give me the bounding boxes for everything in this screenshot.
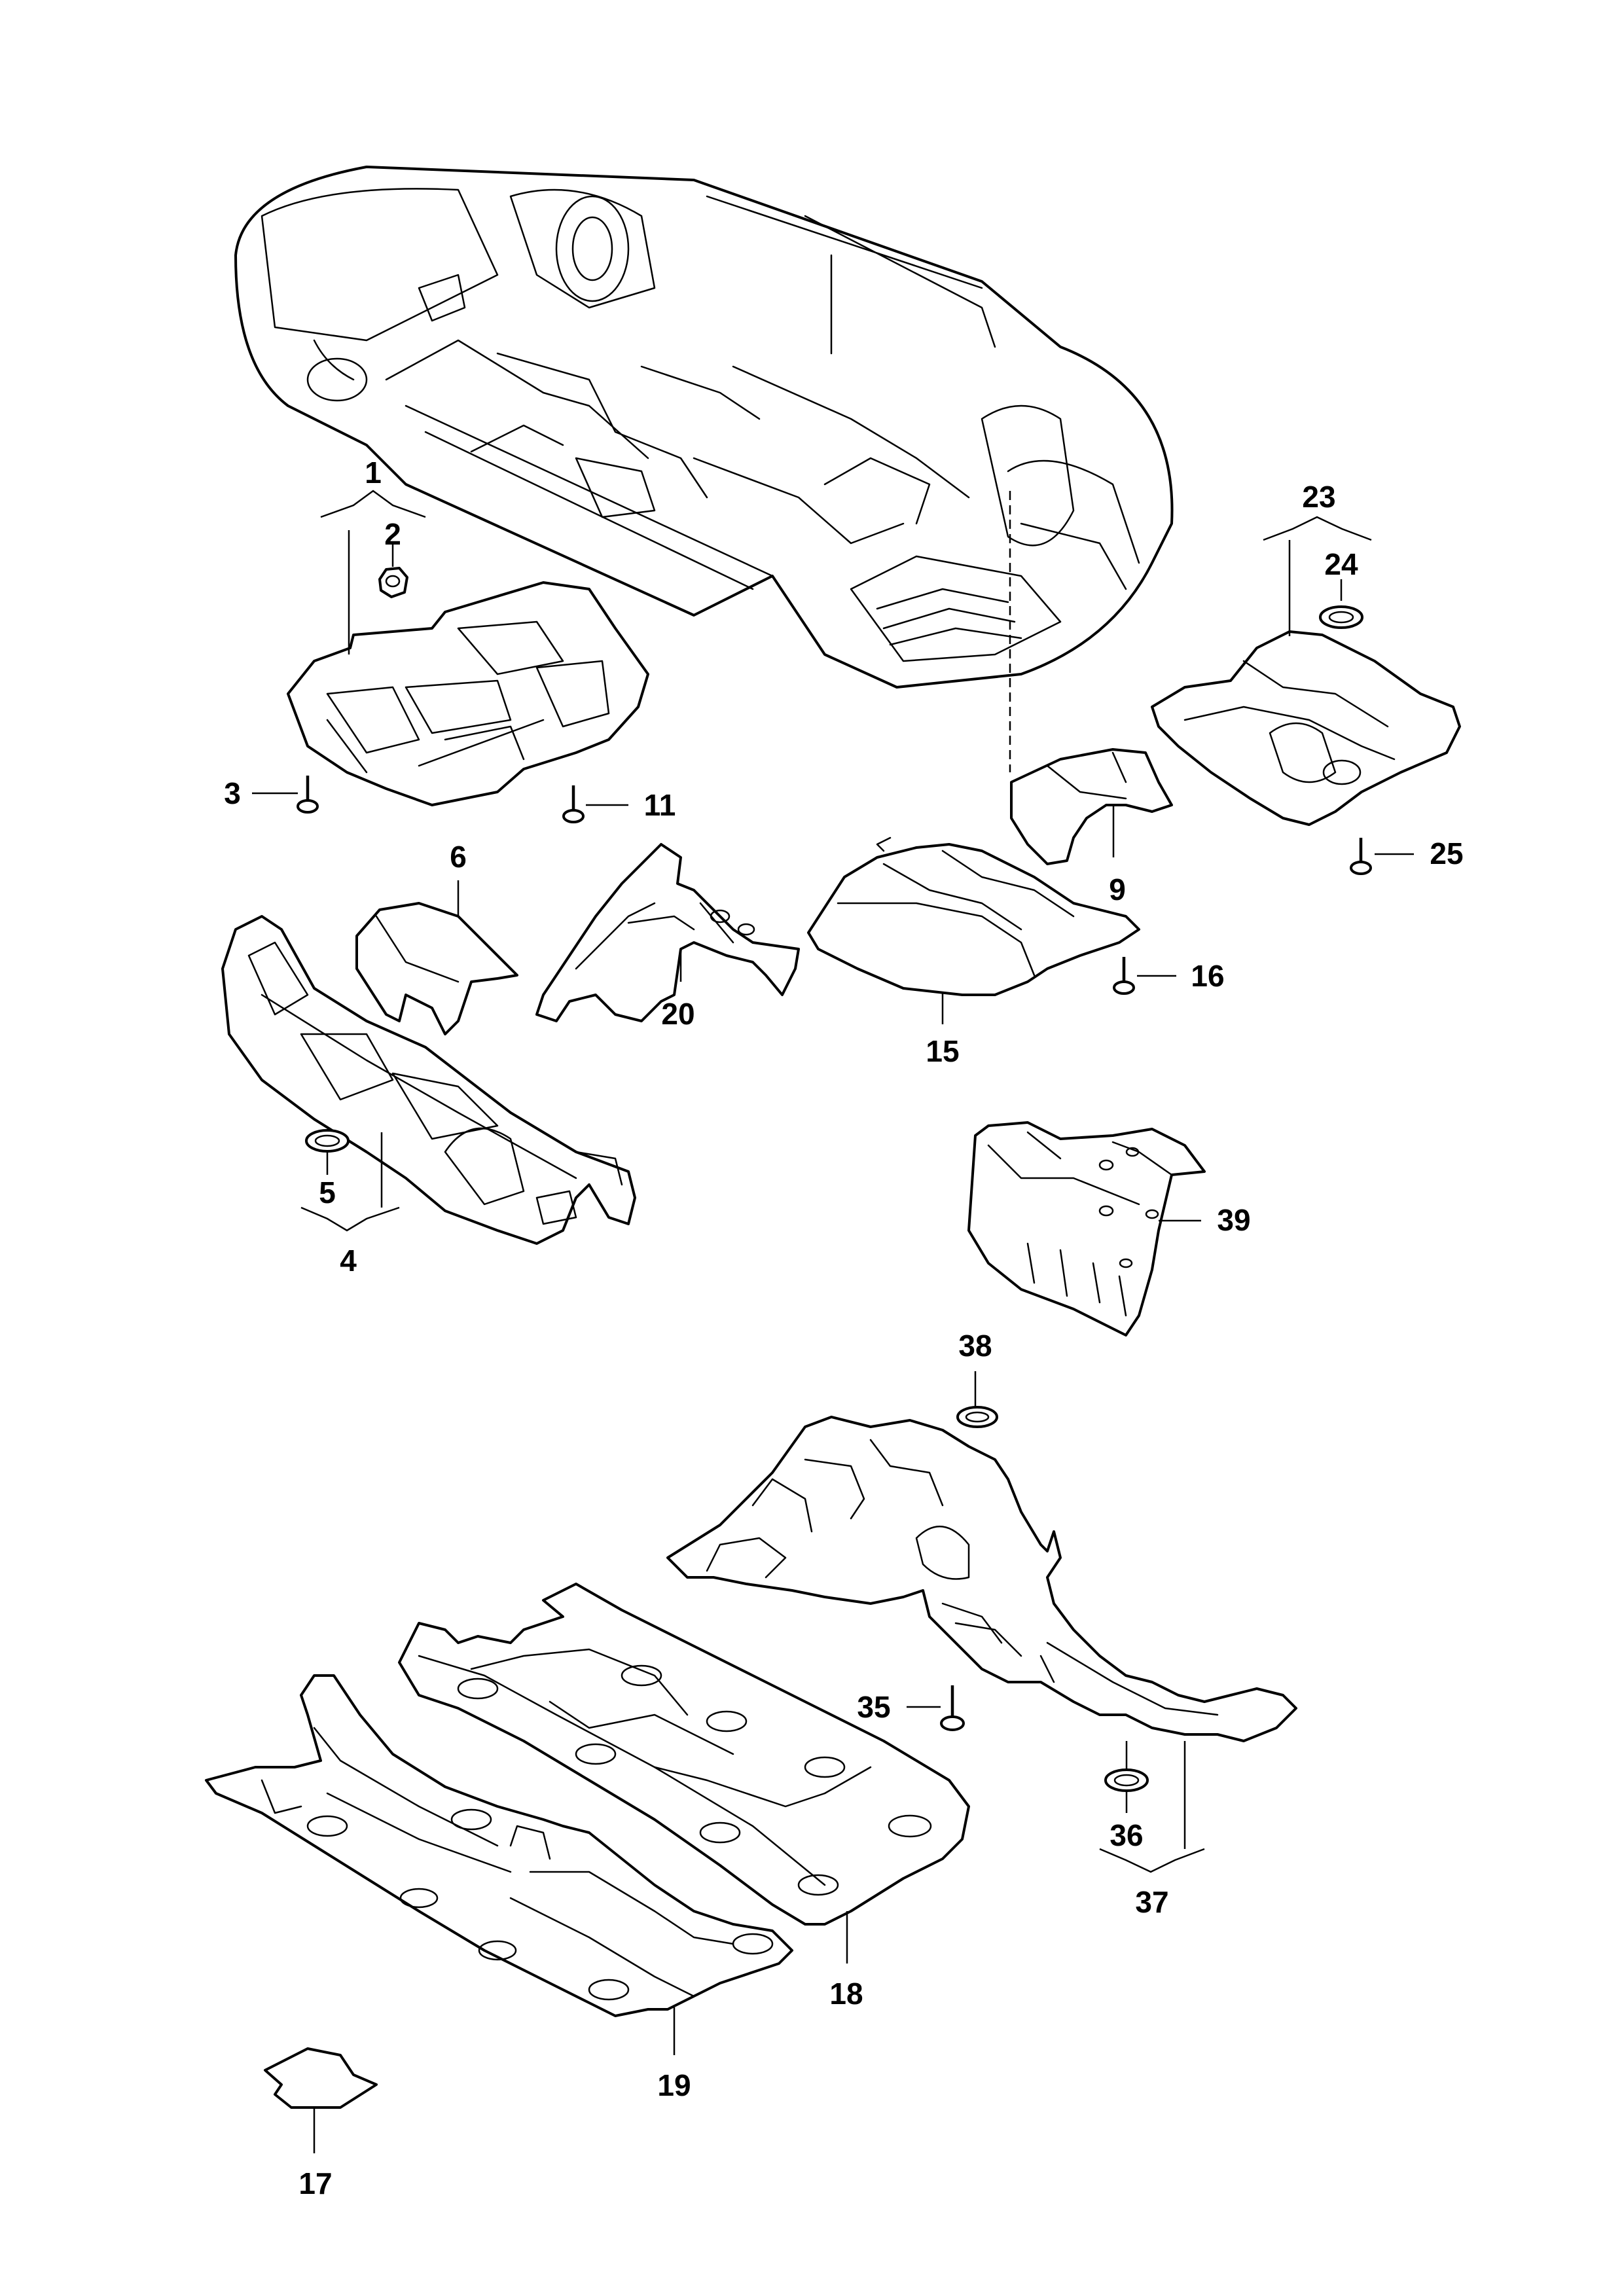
bracket-23	[1263, 516, 1372, 541]
callout-23: 23	[1302, 480, 1335, 514]
part-25-screw	[1350, 838, 1414, 875]
part-3-screw	[252, 776, 319, 814]
part-23-rear-heat-shield	[1151, 630, 1461, 826]
part-20-bracket-shield	[535, 843, 800, 1022]
callout-20: 20	[661, 997, 695, 1031]
callout-4: 4	[340, 1244, 357, 1278]
part-2-nut	[378, 545, 408, 598]
part-18-floor-pan-insulation	[398, 1583, 970, 1926]
part-35-tunnel-heat-shield-rear	[666, 1416, 1297, 1742]
part-24-washer	[1319, 579, 1363, 629]
callout-19: 19	[657, 2068, 691, 2102]
bracket-35	[1099, 1848, 1205, 1873]
callout-36: 35	[857, 1690, 890, 1724]
bracket-1	[320, 490, 426, 518]
callout-25: 25	[1430, 836, 1463, 870]
callout-3: 3	[224, 776, 241, 810]
bracket-4	[300, 1206, 400, 1232]
callout-11: 11	[644, 788, 676, 822]
callout-6: 6	[450, 840, 467, 874]
car-underbody-illustration	[234, 166, 1174, 689]
callout-5: 5	[319, 1175, 336, 1210]
part-15-rear-heat-shield	[807, 836, 1140, 996]
part-37-washer	[1104, 1741, 1149, 1813]
part-4-tunnel-heat-shield	[221, 915, 636, 1245]
part-5-washer	[305, 1129, 350, 1175]
part-19-floor-pan-insulation-left	[205, 1674, 793, 2017]
callout-2: 2	[384, 517, 401, 551]
part-39-side-heat-shield	[967, 1121, 1206, 1336]
callout-37: 36	[1110, 1818, 1143, 1852]
part-38-washer	[956, 1371, 998, 1428]
part-16-screw	[1113, 957, 1176, 995]
callout-24: 24	[1324, 547, 1358, 581]
part-17-insulation-pad	[264, 2047, 378, 2109]
part-11-screw	[562, 785, 628, 823]
part-9-heat-deflector	[1010, 748, 1173, 865]
callout-38: 38	[958, 1329, 992, 1363]
callout-1: 1	[365, 456, 382, 490]
callout-15: 15	[926, 1034, 959, 1068]
callout-35: 37	[1135, 1885, 1168, 1919]
part-1-front-underbody-guard	[287, 581, 649, 806]
callout-18: 18	[829, 1977, 863, 2011]
part-36-screw	[907, 1685, 965, 1731]
callout-9: 9	[1109, 872, 1126, 906]
callout-39: 39	[1217, 1203, 1250, 1237]
part-6-heat-shield	[355, 902, 518, 1035]
callout-16: 16	[1191, 959, 1224, 993]
callout-17: 17	[298, 2166, 332, 2200]
